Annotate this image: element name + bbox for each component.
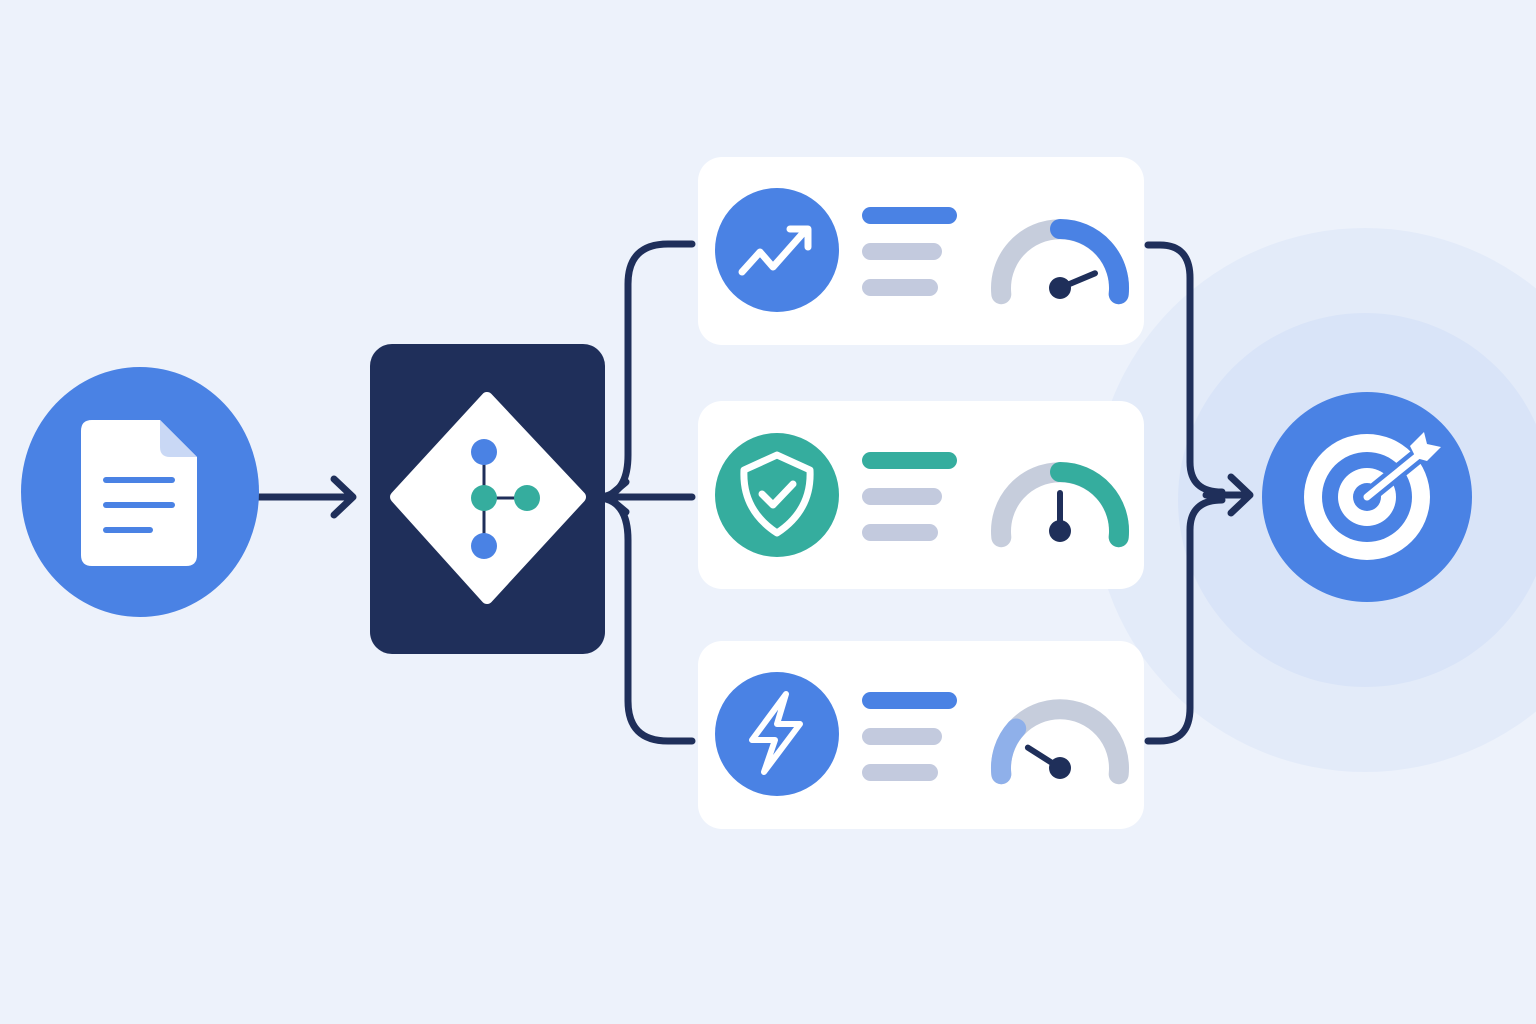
branch-card-speed[interactable] <box>698 641 1144 829</box>
branch-text-bars <box>862 207 957 296</box>
connector-branches-to-target <box>1144 241 1254 745</box>
shield-check-icon <box>740 451 814 537</box>
branch-text-bars <box>862 452 957 541</box>
branch-icon-circle <box>715 433 839 557</box>
gauge-hub <box>1049 277 1071 299</box>
gauge-fill <box>990 718 1027 785</box>
target-node[interactable] <box>1262 392 1472 602</box>
lightning-bolt-icon <box>749 691 803 775</box>
gauge <box>991 219 1130 305</box>
gauge-hub <box>1049 520 1071 542</box>
target-arrow-icon <box>1304 432 1441 560</box>
gauge-fill <box>1050 462 1130 548</box>
gauge <box>991 462 1130 548</box>
source-document-node[interactable] <box>21 367 259 617</box>
branch-text-bars <box>862 692 957 781</box>
connector-source-to-router <box>254 475 357 519</box>
branch-card-security[interactable] <box>698 401 1144 589</box>
branch-icon-circle <box>715 672 839 796</box>
branching-diamond-icon <box>390 392 586 604</box>
text-bar-primary <box>862 207 957 224</box>
router-node[interactable] <box>370 344 605 654</box>
text-bar-primary <box>862 452 957 469</box>
branch-icon-circle <box>715 188 839 312</box>
text-bar-tertiary <box>862 279 938 296</box>
text-bar-secondary <box>862 488 942 505</box>
text-bar-primary <box>862 692 957 709</box>
gauge-fill <box>1050 219 1130 305</box>
text-bar-secondary <box>862 728 942 745</box>
text-bar-tertiary <box>862 524 938 541</box>
connector-router-to-branches <box>602 240 696 745</box>
branch-cards <box>698 157 1144 829</box>
branch-card-performance[interactable] <box>698 157 1144 345</box>
gauge-hub <box>1049 757 1071 779</box>
document-icon <box>81 420 197 566</box>
trend-up-arrow-icon <box>738 225 812 276</box>
text-bar-tertiary <box>862 764 938 781</box>
gauge <box>990 699 1129 785</box>
text-bar-secondary <box>862 243 942 260</box>
